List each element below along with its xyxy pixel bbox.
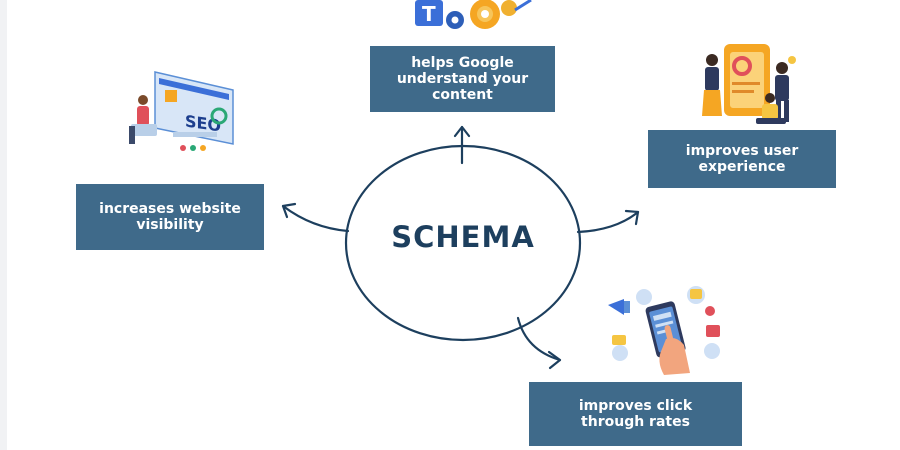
benefit-box-click-through: improves click through rates bbox=[529, 382, 742, 446]
schema-center-label: SCHEMA bbox=[391, 220, 535, 254]
arrow-to-bottom bbox=[516, 316, 562, 370]
click-rates-illustration bbox=[608, 286, 720, 375]
top-illustration: T bbox=[415, 0, 532, 29]
page-left-edge bbox=[0, 0, 7, 450]
arrow-to-top bbox=[453, 125, 471, 165]
user-experience-illustration bbox=[702, 44, 796, 124]
benefit-box-helps-google: helps Google understand your content bbox=[370, 46, 555, 112]
benefit-box-user-experience: improves user experience bbox=[648, 130, 836, 188]
gear-icon bbox=[470, 0, 500, 29]
seo-monitor-illustration: SEO bbox=[129, 71, 234, 151]
benefit-box-website-visibility: increases website visibility bbox=[76, 184, 264, 250]
arrow-to-right bbox=[576, 209, 640, 234]
svg-text:T: T bbox=[422, 2, 436, 26]
arrow-to-left bbox=[281, 202, 350, 233]
